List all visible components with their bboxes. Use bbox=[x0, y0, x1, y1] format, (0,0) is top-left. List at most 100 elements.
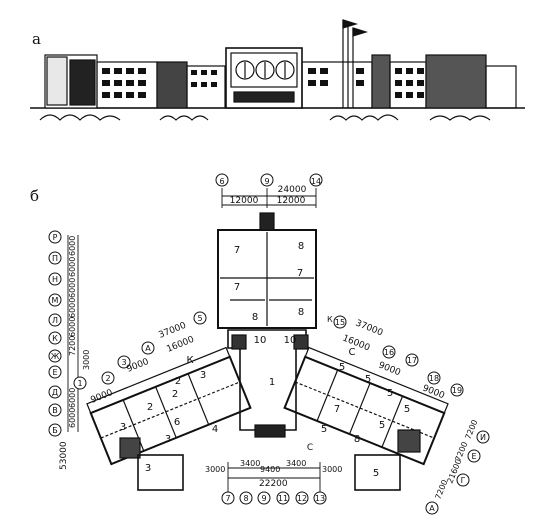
right-wing-dimensions: 15 16 17 18 19 К 37000 16000 9000 9000 bbox=[327, 315, 464, 402]
left-dim: 3000 bbox=[82, 350, 91, 370]
left-axis-label: Д bbox=[52, 388, 58, 397]
room-number: 3 bbox=[165, 434, 171, 445]
bottom-axis-label: 13 bbox=[315, 494, 325, 503]
room-number: 5 bbox=[379, 420, 385, 431]
top-axis-label: 6 bbox=[219, 177, 224, 186]
top-axis-label: 14 bbox=[311, 177, 321, 186]
wing-axis-label: 1 bbox=[77, 379, 82, 388]
left-dim: 6000 bbox=[68, 317, 77, 337]
left-dim: 7200 bbox=[68, 336, 77, 356]
wing-axis-label: 17 bbox=[407, 356, 417, 365]
left-axis-label: Н bbox=[52, 275, 58, 284]
wing-dim: 9000 bbox=[377, 361, 402, 379]
room-numbers: 7 8 7 7 8 8 10 10 1 3 2 3 3 2 2 6 4 3 5 … bbox=[120, 241, 410, 479]
facade-elevation bbox=[30, 19, 525, 121]
left-axis-label: Е bbox=[52, 368, 57, 377]
bottom-dim: 3000 bbox=[322, 465, 342, 474]
wing-dim: 16000 bbox=[165, 335, 196, 355]
top-axis-label: 9 bbox=[264, 177, 269, 186]
bottom-axis-label: 7 bbox=[225, 494, 230, 503]
bottom-dim-total: 22200 bbox=[259, 479, 288, 489]
left-dim: 6000 bbox=[68, 236, 77, 256]
top-dim: 12000 bbox=[230, 196, 259, 206]
wing-axis-label: 19 bbox=[452, 386, 462, 395]
room-number: 5 bbox=[404, 404, 410, 415]
room-number: 8 bbox=[252, 312, 258, 323]
right-dim: 7200 bbox=[434, 479, 450, 501]
dimension-lines bbox=[67, 188, 321, 492]
wing-axis-label: 2 bbox=[105, 374, 110, 383]
room-number: 5 bbox=[339, 362, 345, 373]
room-number: 1 bbox=[269, 377, 275, 388]
left-axis-label: Ж bbox=[51, 352, 60, 361]
wing-axis-label: 5 bbox=[197, 314, 202, 323]
room-number: 8 bbox=[354, 434, 360, 445]
left-dim: 6000 bbox=[68, 257, 77, 277]
room-number: 2 bbox=[147, 402, 153, 413]
wing-dim: 16000 bbox=[341, 334, 372, 354]
bottom-axis-label: 8 bbox=[243, 494, 248, 503]
bottom-dim: 9400 bbox=[260, 465, 280, 474]
room-number: 8 bbox=[298, 307, 304, 318]
wing-axis-label: 16 bbox=[384, 348, 394, 357]
left-dim: 6000 bbox=[68, 408, 77, 428]
left-axis-label: К bbox=[52, 334, 58, 343]
room-number: 3 bbox=[200, 370, 206, 381]
bottom-axis-label: 12 bbox=[297, 494, 307, 503]
left-axis-label: Р bbox=[53, 233, 58, 242]
left-axis-label: П bbox=[52, 254, 58, 263]
room-number: К bbox=[186, 355, 193, 366]
room-number: 2 bbox=[175, 376, 181, 387]
right-axis-label: Г bbox=[461, 476, 466, 485]
top-dim-total: 24000 bbox=[278, 185, 307, 195]
room-number: 10 bbox=[254, 335, 267, 346]
section-mark: С bbox=[307, 443, 313, 453]
wing-axis-label: 3 bbox=[121, 358, 126, 367]
wing-axis-label: 15 bbox=[335, 318, 345, 327]
room-number: С bbox=[349, 347, 356, 358]
top-dim: 12000 bbox=[277, 196, 306, 206]
left-axis-label: Л bbox=[52, 316, 58, 325]
room-number: 5 bbox=[321, 424, 327, 435]
left-axis-label: В bbox=[52, 406, 58, 415]
left-dim: 6000 bbox=[68, 388, 77, 408]
room-number: 7 bbox=[234, 245, 240, 256]
room-number: 7 bbox=[297, 268, 303, 279]
room-number: 4 bbox=[212, 424, 218, 435]
room-number: 10 bbox=[284, 335, 297, 346]
left-dim: 6000 bbox=[68, 278, 77, 298]
bottom-axis-label: 9 bbox=[261, 494, 266, 503]
bottom-dim: 3400 bbox=[286, 459, 306, 468]
room-number: 5 bbox=[373, 468, 379, 479]
room-number: 5 bbox=[365, 374, 371, 385]
wing-dim: 9000 bbox=[421, 384, 446, 402]
left-axis-markers: Р П Н М Л К Ж Е Д В Б 6000 6000 6000 600… bbox=[48, 230, 91, 470]
bottom-axis-markers: 7 8 9 11 12 13 3000 3400 9400 3400 3000 … bbox=[205, 459, 342, 505]
wing-dim: 37000 bbox=[354, 319, 385, 339]
bottom-dim: 3400 bbox=[240, 459, 260, 468]
left-dim-total: 53000 bbox=[59, 441, 69, 470]
wing-axis-label: К bbox=[327, 315, 333, 324]
wing-dim: 9000 bbox=[89, 388, 114, 406]
right-axis-label: А bbox=[429, 504, 435, 513]
floor-plan bbox=[86, 212, 449, 491]
left-dim: 6000 bbox=[68, 298, 77, 318]
room-number: 7 bbox=[334, 404, 340, 415]
panel-label-a: а bbox=[32, 30, 41, 48]
room-number: 5 bbox=[387, 388, 393, 399]
left-axis-label: М bbox=[52, 296, 59, 305]
right-axis-label: И bbox=[480, 433, 486, 442]
right-axis-label: Е bbox=[471, 452, 476, 461]
bottom-axis-label: 11 bbox=[278, 494, 288, 503]
room-number: 6 bbox=[174, 417, 180, 428]
room-number: 2 bbox=[172, 389, 178, 400]
wing-axis-label: 18 bbox=[429, 374, 439, 383]
top-axis-markers: 6 9 14 24000 12000 12000 bbox=[215, 173, 323, 206]
left-axis-label: Б bbox=[52, 426, 58, 435]
wing-axis-label: А bbox=[145, 344, 151, 353]
room-number: 7 bbox=[234, 282, 240, 293]
room-number: 3 bbox=[145, 463, 151, 474]
room-number: 3 bbox=[120, 422, 126, 433]
